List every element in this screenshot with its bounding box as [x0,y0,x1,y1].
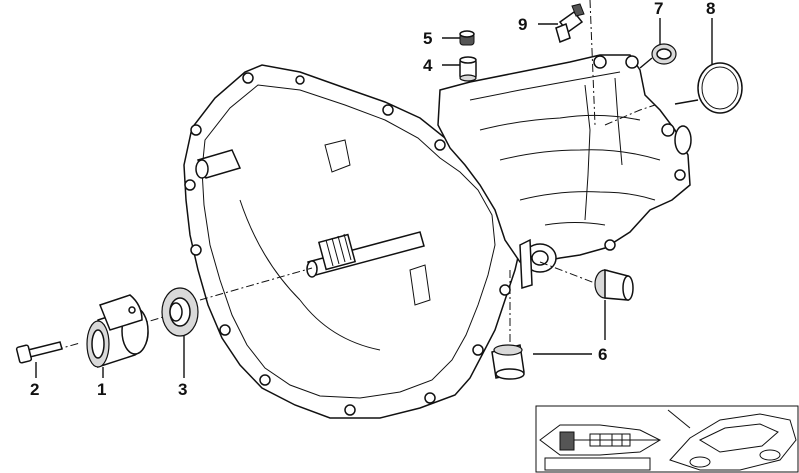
screw-plug-part-a [491,344,525,380]
callout-labels: 1 2 3 4 5 6 7 8 9 [30,0,715,399]
shaft-seal-part [161,287,199,337]
bushing-part [459,56,477,82]
transmission-housing [183,54,692,419]
leader-lines [35,18,713,378]
bolt-part [15,341,63,364]
callout-2: 2 [30,380,39,399]
assembly-axis-lines [54,0,656,351]
callout-1: 1 [97,380,106,399]
screw-plug-part-b [594,269,634,301]
vehicle-location-inset [535,405,799,473]
large-oring-part [697,62,743,114]
flange-bolt-bosses [184,72,514,416]
guide-sleeve-part [86,294,149,369]
callout-9: 9 [518,15,527,34]
drivetrain-cutaway-icon [539,424,662,471]
plug-part [459,30,475,46]
callout-6: 6 [598,345,607,364]
sensor-switch-part [555,3,585,44]
input-shaft [306,231,425,278]
callout-7: 7 [654,0,663,18]
small-gasket-part [651,43,677,65]
callout-8: 8 [706,0,715,18]
callout-4: 4 [423,56,433,75]
callout-5: 5 [423,29,432,48]
callout-3: 3 [178,380,187,399]
car-outline-icon [667,409,797,471]
